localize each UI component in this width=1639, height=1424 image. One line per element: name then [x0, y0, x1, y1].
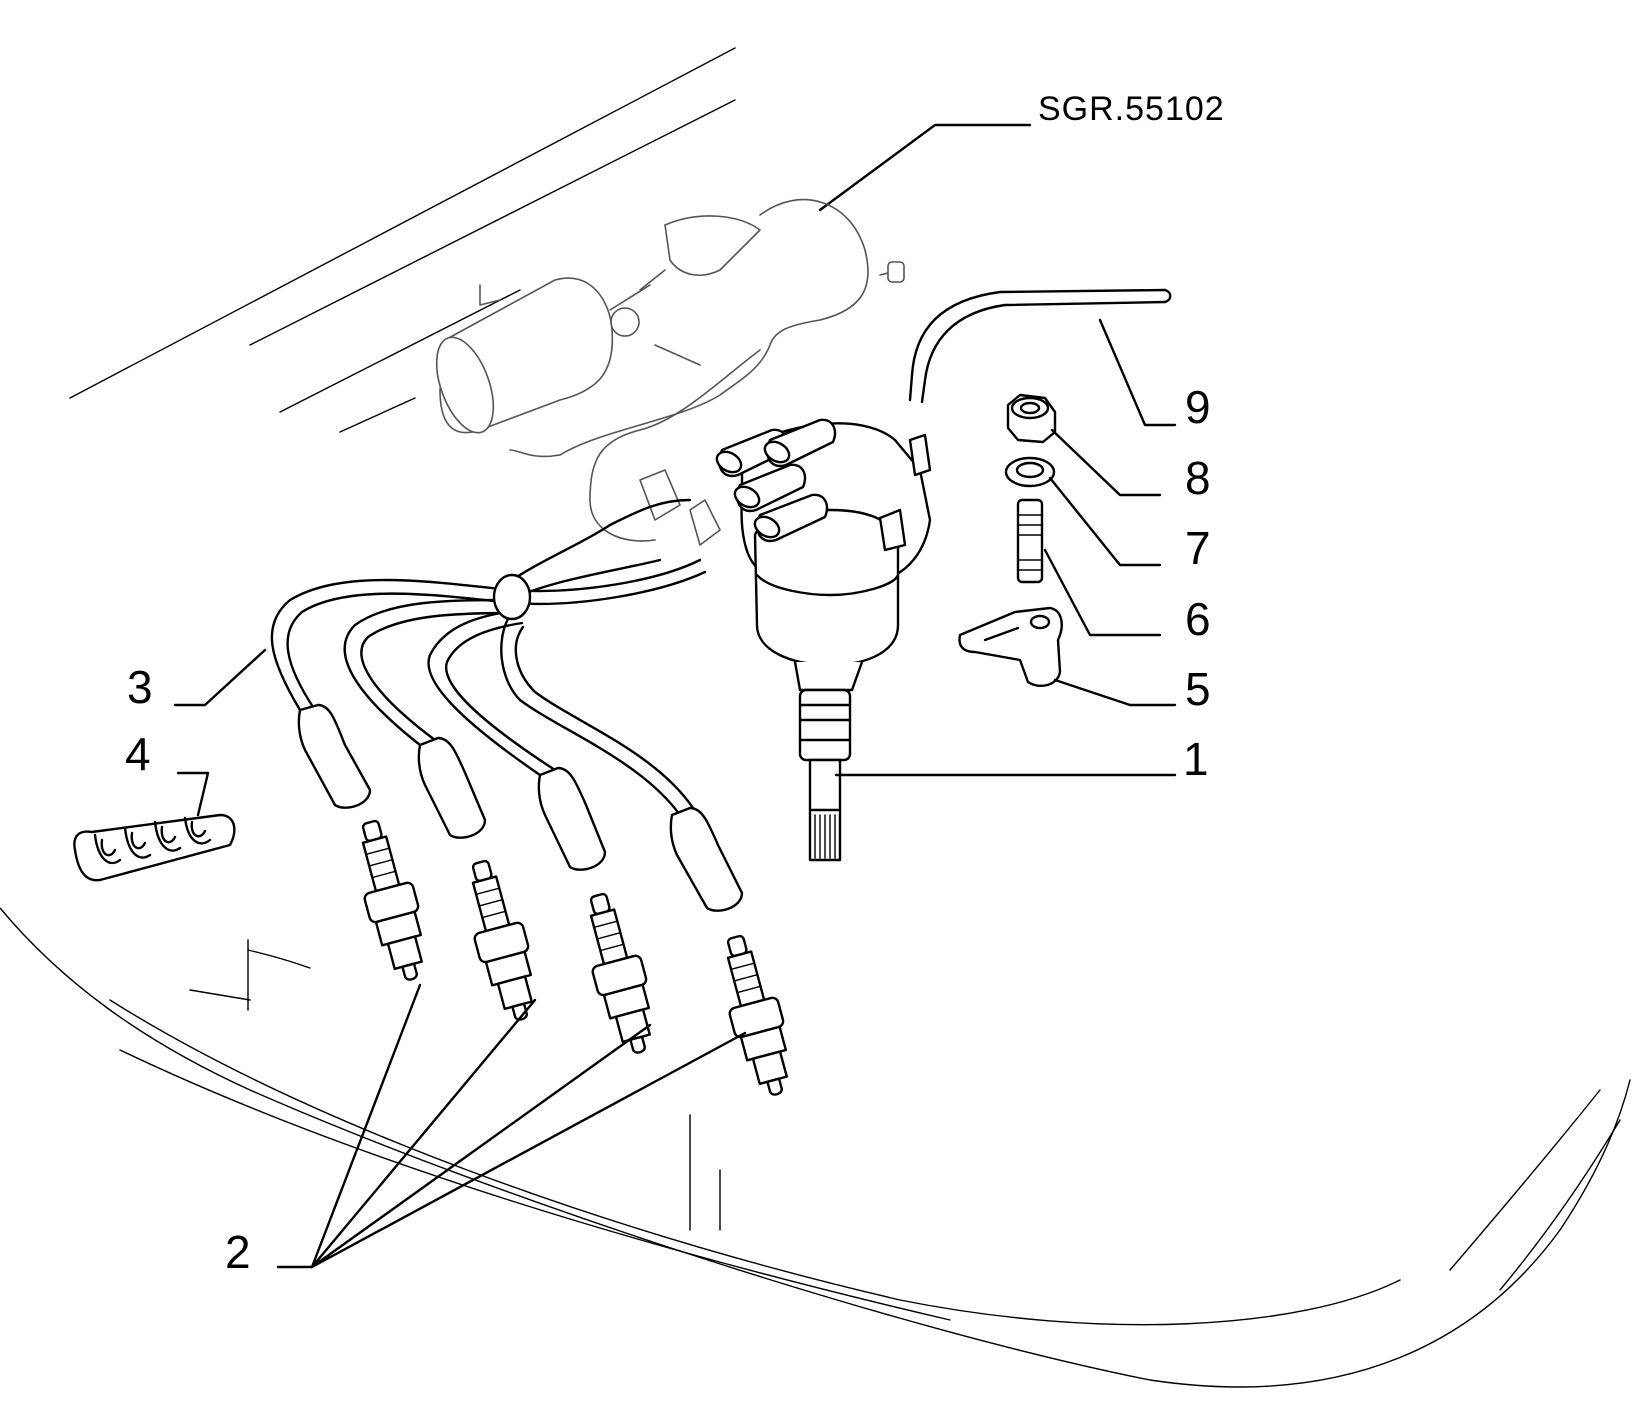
callout-1: 1 [1183, 733, 1209, 785]
reference-leader: SGR.55102 [818, 90, 1225, 212]
leader-7 [1048, 476, 1162, 567]
callout-labels: 1 2 3 4 5 6 7 8 9 [125, 381, 1211, 1278]
callout-2: 2 [225, 1226, 251, 1278]
spark-plugs [361, 819, 788, 1096]
callout-8: 8 [1185, 452, 1211, 504]
nut [1006, 393, 1057, 444]
ht-leads [270, 498, 744, 912]
reference-code: SGR.55102 [1038, 90, 1225, 128]
plug-boots [297, 703, 744, 912]
mounting-hardware [958, 393, 1063, 687]
spark-plug-3 [589, 892, 651, 1054]
callout-7: 7 [1185, 522, 1211, 574]
callout-9: 9 [1185, 381, 1211, 433]
callout-5: 5 [1185, 663, 1211, 715]
spark-plug-4 [726, 934, 788, 1096]
stud [1016, 498, 1044, 584]
leader-6 [1043, 548, 1162, 637]
callout-6: 6 [1185, 593, 1211, 645]
callout-3: 3 [127, 661, 153, 713]
distributor-clamp [958, 606, 1063, 687]
leader-9 [1098, 318, 1177, 427]
leader-8 [1050, 428, 1162, 497]
distributor-cap-terminals [715, 418, 837, 543]
leader-3 [173, 648, 267, 707]
leader-4 [176, 771, 210, 817]
vacuum-hose [908, 288, 1172, 404]
lead-holder-clips [73, 813, 236, 882]
callout-4: 4 [125, 728, 151, 780]
ignition-coil-background [435, 198, 905, 546]
distributor [715, 418, 932, 862]
spark-plug-1 [361, 819, 423, 981]
spark-plug-2 [471, 859, 533, 1021]
leader-2 [276, 983, 747, 1269]
callout-leaders [173, 318, 1177, 1269]
car-body-outline [0, 47, 1631, 1388]
leader-5 [1053, 678, 1177, 707]
washer [1004, 456, 1056, 488]
